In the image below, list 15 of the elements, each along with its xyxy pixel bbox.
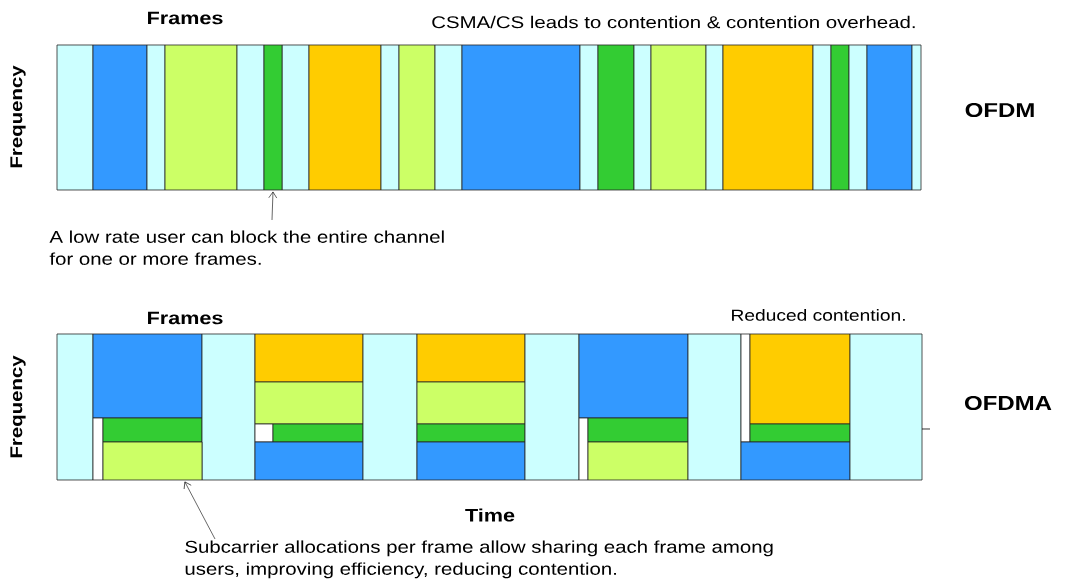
axis-label: Frequency [10,355,26,458]
annotation-text: A low rate user can block the entire channel for one or more frames. [49,230,444,265]
annotation-text: Subcarrier allocations per frame allow sharing each frame among users, improving efficiency, reducing contention. [185,540,773,579]
scheme-label: OFDMA [965,395,1052,411]
channel-block [263,44,283,191]
axis-label: Frequency [10,65,26,168]
leader-arrow [183,481,216,540]
leader-arrow [268,191,278,221]
note-text: Reduced contention. [732,309,905,321]
frames-label: Frames [148,311,223,325]
note-text: CSMA/CS leads to contention & contention overhead. [432,15,915,29]
channel-block [102,441,203,481]
scheme-label: OFDM [965,102,1034,118]
axis-label: Time [465,508,515,522]
frames-label: Frames [148,11,223,25]
